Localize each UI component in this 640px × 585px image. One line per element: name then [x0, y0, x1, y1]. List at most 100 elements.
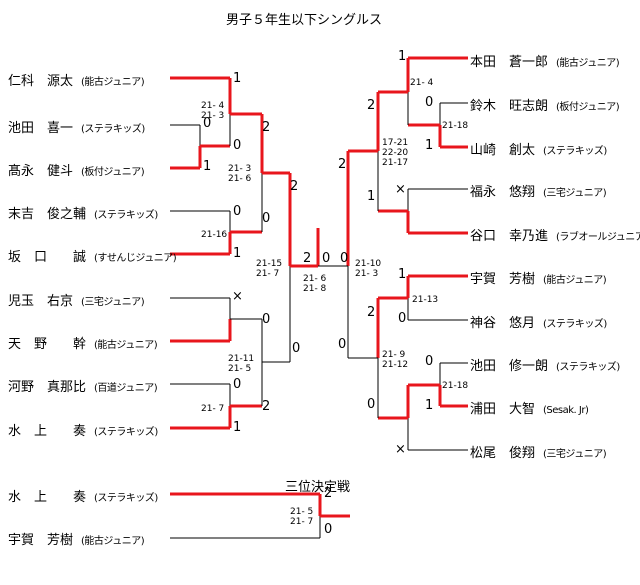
player-team: (三宅ジュニア) [543, 188, 607, 199]
result-mark: 0 [233, 138, 242, 153]
match-score: 21-11 21- 5 [228, 354, 255, 374]
match-score: 21- 4 21- 3 [201, 101, 225, 121]
result-mark: 0 [233, 204, 242, 219]
player-name: 宇賀 芳樹 [470, 272, 536, 287]
result-mark: 0 [340, 251, 349, 266]
right-player: 山崎 創太 (ステラキッズ) [470, 139, 607, 158]
player-name: 鈴木 旺志朗 [470, 99, 549, 114]
player-team: (Sesak. Jr) [543, 405, 589, 416]
result-mark: 1 [233, 246, 242, 261]
player-team: (ステラキッズ) [543, 146, 607, 157]
player-name: 福永 悠翔 [470, 185, 536, 200]
player-team: (能古ジュニア) [543, 275, 607, 286]
third-player: 宇賀 芳樹 (能古ジュニア) [8, 529, 145, 548]
result-mark: 2 [324, 486, 333, 501]
player-name: 浦田 大智 [470, 402, 536, 417]
result-mark: 0 [367, 397, 376, 412]
player-team: (能古ジュニア) [81, 77, 145, 88]
result-mark: 1 [367, 189, 376, 204]
left-player: 水 上 奏 (ステラキッズ) [8, 420, 158, 439]
right-player: 宇賀 芳樹 (能古ジュニア) [470, 268, 607, 287]
player-team: (板付ジュニア) [556, 102, 620, 113]
match-score: 21-13 [412, 295, 439, 305]
match-score: 21- 4 [410, 78, 434, 88]
player-name: 河野 真那比 [8, 380, 87, 395]
player-team: (ステラキッズ) [94, 427, 158, 438]
player-name: 池田 喜一 [8, 121, 74, 136]
player-team: (ステラキッズ) [556, 362, 620, 373]
result-mark: 0 [398, 311, 407, 326]
result-mark: 2 [367, 305, 376, 320]
player-team: (ステラキッズ) [94, 210, 158, 221]
result-mark: 0 [322, 251, 331, 266]
player-name: 末吉 俊之輔 [8, 207, 87, 222]
player-team: (ステラキッズ) [543, 319, 607, 330]
player-name: 児玉 右京 [8, 294, 74, 309]
result-mark: 0 [262, 211, 271, 226]
match-score: 21- 3 21- 6 [228, 164, 252, 184]
match-score: 21-18 [442, 121, 469, 131]
match-score: 21- 6 21- 8 [303, 274, 327, 294]
match-score: 21- 7 [201, 404, 225, 414]
result-mark: 1 [203, 159, 212, 174]
right-player: 谷口 幸乃進 (ラブオールジュニア) [470, 225, 640, 244]
player-name: 谷口 幸乃進 [470, 229, 549, 244]
result-mark: 2 [367, 98, 376, 113]
result-mark: × [395, 182, 406, 197]
result-mark: 0 [425, 354, 434, 369]
result-mark: 0 [292, 341, 301, 356]
result-mark: 1 [398, 49, 407, 64]
match-score: 21- 5 21- 7 [290, 507, 314, 527]
right-player: 浦田 大智 (Sesak. Jr) [470, 398, 589, 417]
result-mark: 0 [262, 312, 271, 327]
player-name: 水 上 奏 [8, 490, 87, 505]
player-team: (すせんじジュニア) [94, 253, 177, 264]
match-score: 21- 9 21-12 [382, 350, 409, 370]
result-mark: 2 [290, 179, 299, 194]
player-name: 髙永 健斗 [8, 164, 74, 179]
player-team: (板付ジュニア) [81, 167, 145, 178]
right-player: 池田 修一朗 (ステラキッズ) [470, 355, 620, 374]
player-team: (能古ジュニア) [81, 536, 145, 547]
result-mark: × [232, 289, 243, 304]
result-mark: 2 [303, 251, 312, 266]
player-team: (能古ジュニア) [556, 58, 620, 69]
player-name: 松尾 俊翔 [470, 446, 536, 461]
player-team: (能古ジュニア) [94, 340, 158, 351]
result-mark: 1 [398, 267, 407, 282]
match-score: 17-21 22-20 21-17 [382, 138, 409, 168]
result-mark: × [395, 442, 406, 457]
player-team: (三宅ジュニア) [81, 297, 145, 308]
player-team: (三宅ジュニア) [543, 449, 607, 460]
third-player: 水 上 奏 (ステラキッズ) [8, 486, 158, 505]
player-name: 水 上 奏 [8, 424, 87, 439]
left-player: 末吉 俊之輔 (ステラキッズ) [8, 203, 158, 222]
result-mark: 0 [425, 95, 434, 110]
result-mark: 1 [233, 420, 242, 435]
page-title: 男子５年生以下シングルス [226, 13, 383, 28]
player-name: 池田 修一朗 [470, 359, 549, 374]
result-mark: 0 [203, 116, 212, 131]
left-player: 池田 喜一(ステラキッズ) [8, 117, 145, 136]
left-player: 髙永 健斗 (板付ジュニア) [8, 160, 145, 179]
match-score: 21-16 [201, 230, 228, 240]
match-score: 21-15 21- 7 [256, 259, 283, 279]
result-mark: 2 [262, 399, 271, 414]
result-mark: 1 [233, 71, 242, 86]
player-name: 天 野 幹 [8, 337, 87, 352]
player-team: (ステラキッズ) [94, 493, 158, 504]
result-mark: 2 [262, 120, 271, 135]
player-team: (ラブオールジュニア) [556, 232, 640, 243]
right-player: 鈴木 旺志朗 (板付ジュニア) [470, 95, 620, 114]
left-player: 天 野 幹 (能古ジュニア) [8, 333, 158, 352]
player-name: 山崎 創太 [470, 143, 536, 158]
left-player: 仁科 源太 (能古ジュニア) [8, 70, 145, 89]
result-mark: 2 [338, 157, 347, 172]
player-name: 仁科 源太 [8, 74, 74, 89]
player-name: 宇賀 芳樹 [8, 533, 74, 548]
right-player: 松尾 俊翔 (三宅ジュニア) [470, 442, 607, 461]
match-score: 21-18 [442, 381, 469, 391]
result-mark: 1 [425, 138, 434, 153]
right-player: 本田 蒼一郎(能古ジュニア) [470, 51, 620, 70]
